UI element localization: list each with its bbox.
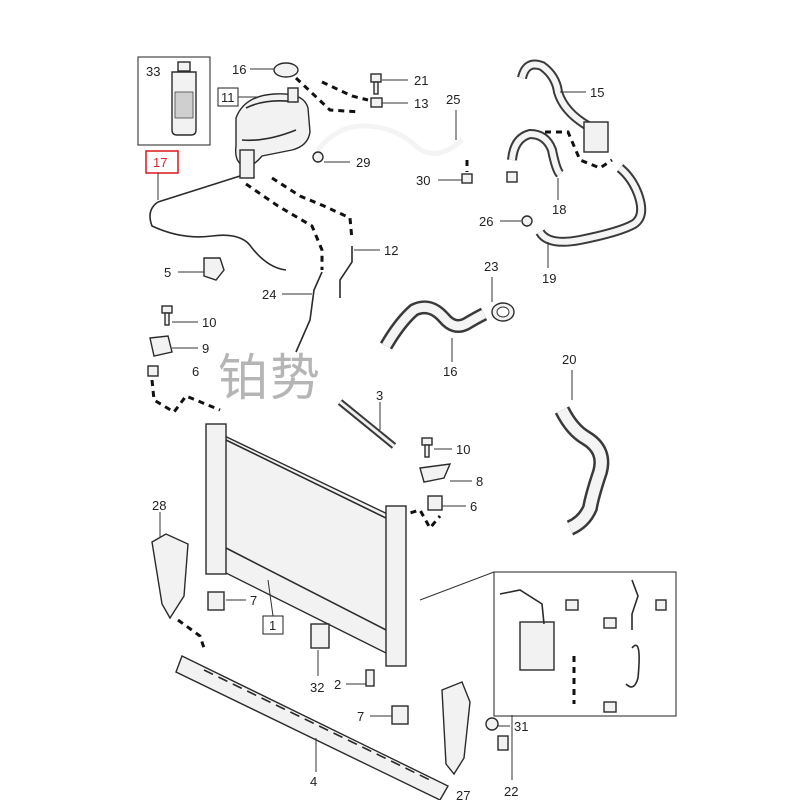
label-21[interactable]: 21 bbox=[414, 73, 428, 88]
label-2[interactable]: 2 bbox=[334, 677, 341, 692]
expansion-tank bbox=[234, 87, 311, 179]
bolt-10-left bbox=[161, 305, 173, 326]
pad-6-right bbox=[427, 495, 443, 511]
bracket-28 bbox=[151, 533, 189, 620]
bracket-5 bbox=[203, 257, 225, 281]
label-17[interactable]: 17 bbox=[153, 155, 167, 170]
label-5[interactable]: 5 bbox=[164, 265, 171, 280]
label-11[interactable]: 11 bbox=[221, 90, 235, 105]
label-17-highlight bbox=[145, 150, 179, 174]
label-23[interactable]: 23 bbox=[484, 259, 498, 274]
lower-support-4 bbox=[175, 655, 449, 800]
label-18[interactable]: 18 bbox=[552, 202, 566, 217]
hose-15 bbox=[517, 59, 609, 153]
hose-25 bbox=[316, 123, 464, 156]
label-3[interactable]: 3 bbox=[376, 388, 383, 403]
washer-31 bbox=[485, 717, 499, 731]
label-24[interactable]: 24 bbox=[262, 287, 276, 302]
bolt-31 bbox=[497, 735, 509, 751]
label-6-left[interactable]: 6 bbox=[192, 364, 199, 379]
label-30[interactable]: 30 bbox=[416, 173, 430, 188]
label-19[interactable]: 19 bbox=[542, 271, 556, 286]
tank-cap bbox=[273, 62, 299, 78]
label-15[interactable]: 15 bbox=[590, 85, 604, 100]
label-1[interactable]: 1 bbox=[269, 618, 276, 633]
radiator bbox=[205, 423, 407, 667]
label-29[interactable]: 29 bbox=[356, 155, 370, 170]
label-13[interactable]: 13 bbox=[414, 96, 428, 111]
hose-24 bbox=[295, 271, 323, 353]
hose-18 bbox=[506, 128, 564, 183]
label-10-right[interactable]: 10 bbox=[456, 442, 470, 457]
label-27[interactable]: 27 bbox=[456, 788, 470, 800]
label-7-right[interactable]: 7 bbox=[357, 709, 364, 724]
clamp-30 bbox=[461, 173, 473, 184]
label-10-left[interactable]: 10 bbox=[202, 315, 216, 330]
bolt-10-right bbox=[421, 437, 433, 458]
coolant-bottle-icon bbox=[171, 61, 197, 136]
bracket-27 bbox=[441, 681, 471, 776]
pad-6-left bbox=[147, 365, 159, 377]
label-26[interactable]: 26 bbox=[479, 214, 493, 229]
hose-19 bbox=[535, 164, 647, 247]
clip-9 bbox=[149, 335, 173, 357]
clamp-23 bbox=[491, 302, 515, 322]
label-8[interactable]: 8 bbox=[476, 474, 483, 489]
watermark: 铂势 bbox=[218, 349, 322, 407]
label-6-right[interactable]: 6 bbox=[470, 499, 477, 514]
label-7-left[interactable]: 7 bbox=[250, 593, 257, 608]
clip-13 bbox=[370, 97, 383, 108]
clamp-26 bbox=[521, 215, 533, 227]
clip-32 bbox=[310, 623, 330, 649]
bolt-21 bbox=[370, 73, 382, 95]
mount-7-left bbox=[207, 591, 225, 611]
label-28[interactable]: 28 bbox=[152, 498, 166, 513]
label-31[interactable]: 31 bbox=[514, 719, 528, 734]
oil-cooler-inset bbox=[499, 579, 667, 713]
label-16-cap[interactable]: 16 bbox=[232, 62, 246, 77]
label-32[interactable]: 32 bbox=[310, 680, 324, 695]
label-33[interactable]: 33 bbox=[146, 64, 160, 79]
bracket-8 bbox=[419, 463, 452, 483]
clamp-29 bbox=[312, 151, 324, 163]
label-25[interactable]: 25 bbox=[446, 92, 460, 107]
hose-20 bbox=[554, 406, 610, 536]
label-22[interactable]: 22 bbox=[504, 784, 518, 799]
label-4[interactable]: 4 bbox=[310, 774, 317, 789]
label-12[interactable]: 12 bbox=[384, 243, 398, 258]
label-9[interactable]: 9 bbox=[202, 341, 209, 356]
label-20[interactable]: 20 bbox=[562, 352, 576, 367]
mount-7-right bbox=[391, 705, 409, 725]
label-16-hose[interactable]: 16 bbox=[443, 364, 457, 379]
hose-16-lower bbox=[379, 300, 488, 350]
drain-plug-2 bbox=[365, 669, 375, 687]
